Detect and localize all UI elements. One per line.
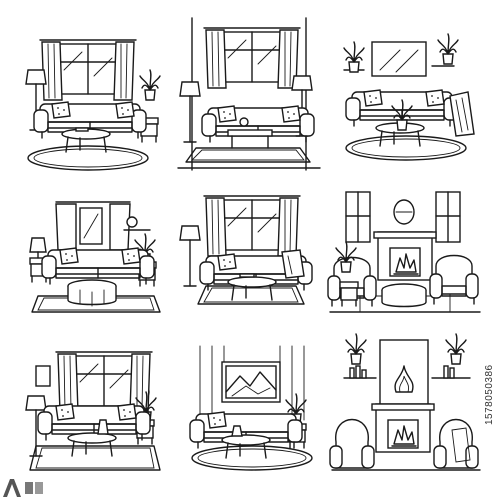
- scene-living-room-window-coffee-table: [179, 195, 313, 305]
- scene-living-room-fireplace-armchairs: [327, 191, 481, 313]
- scene-living-room-ottoman-shelf: [29, 201, 161, 313]
- stock-id-watermark: 1578050386: [484, 364, 495, 426]
- scene-living-room-clock-mirror: [25, 351, 161, 471]
- scene-living-room-painting-blanket: [343, 33, 475, 161]
- scene-living-room-mountain-painting: [189, 345, 313, 471]
- scene-living-room-window-rug: [177, 17, 321, 171]
- scene-living-room-fireplace-shelves: [329, 333, 481, 471]
- scene-living-room-floor-lamp-window: [25, 39, 161, 171]
- adobe-stock-logo: [0, 476, 52, 500]
